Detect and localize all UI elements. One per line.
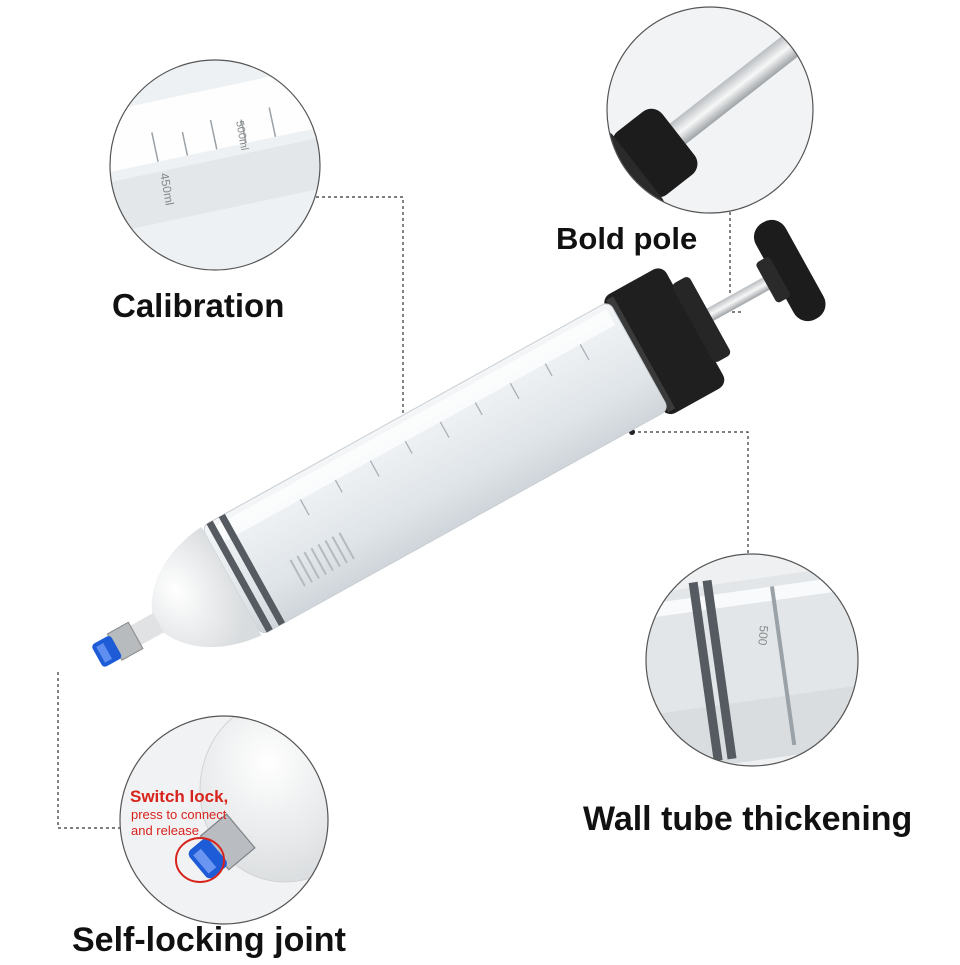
wall-tube-mark: 500 [755, 624, 771, 647]
barrel-cap [604, 268, 725, 415]
inset-bold-pole [606, 6, 814, 214]
leader-calibration [316, 196, 404, 462]
leader-joint [57, 672, 126, 829]
self-locking-label: Self-locking joint [72, 921, 346, 959]
switch-lock-line1: press to connect [131, 807, 227, 822]
switch-lock-title: Switch lock, [130, 787, 229, 806]
barrel-bottom [151, 526, 262, 647]
leader-wall [632, 431, 749, 558]
inset-calibration [109, 59, 321, 271]
leader-lines [57, 196, 749, 829]
wall-tube-label: Wall tube thickening [583, 800, 913, 838]
syringe [92, 219, 826, 667]
inset-wall-tube [645, 553, 859, 767]
leader-bold-pole [729, 200, 741, 313]
barrel [203, 303, 667, 634]
calibration-label: Calibration [112, 287, 285, 324]
lock-highlight-ring [175, 837, 225, 883]
switch-lock-line2: and release [131, 823, 199, 838]
bold-pole-label: Bold pole [556, 221, 698, 256]
plunger-handle [753, 219, 826, 322]
